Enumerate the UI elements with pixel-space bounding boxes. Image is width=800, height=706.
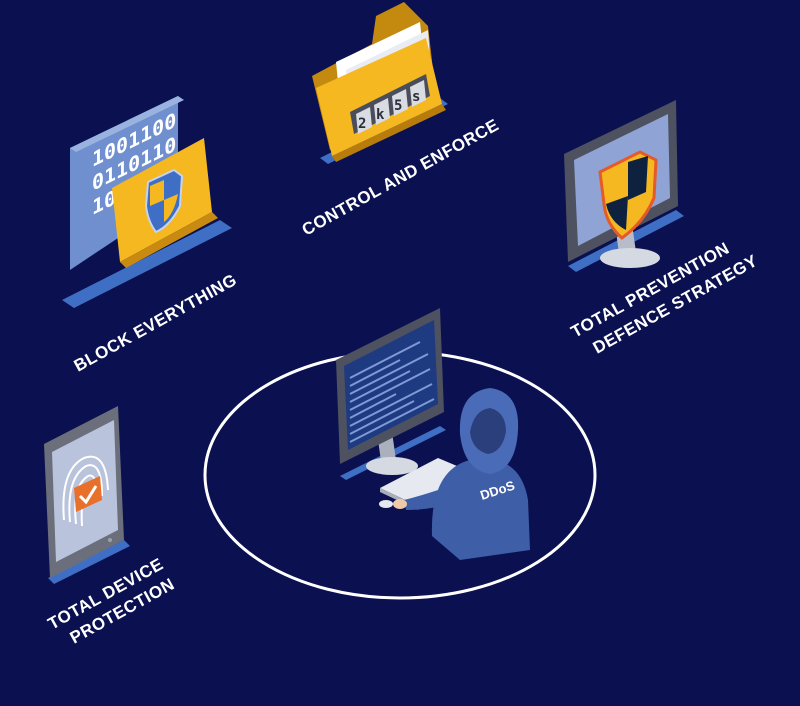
check-icon	[74, 476, 102, 512]
locked-folder-icon: 2 k 5 s	[312, 2, 448, 164]
hacker-workstation-group: DDoS	[203, 308, 597, 600]
screen-code-lines	[349, 341, 435, 443]
shield-icon	[144, 168, 184, 234]
hacker-workstation-icon: DDoS	[336, 308, 530, 560]
control-enforce-group: 2 k 5 s CONTROL AND ENFORCE	[299, 2, 502, 239]
monitor-shield-icon	[564, 100, 684, 272]
lock-char-2: k	[376, 107, 385, 123]
total-prevention-group: TOTAL PREVENTION DEFENCE STRATEGY	[564, 100, 761, 357]
lock-char-1: 2	[358, 116, 366, 132]
phone-fingerprint-icon	[44, 406, 130, 584]
device-protection-group: TOTAL DEVICE PROTECTION	[44, 406, 178, 647]
lock-char-3: 5	[394, 98, 402, 114]
block-everything-group: 1001100 0110110 10 BLOCK EVERYTHING	[62, 96, 240, 375]
combination-lock: 2 k 5 s	[350, 74, 430, 134]
lock-char-4: s	[412, 89, 420, 105]
